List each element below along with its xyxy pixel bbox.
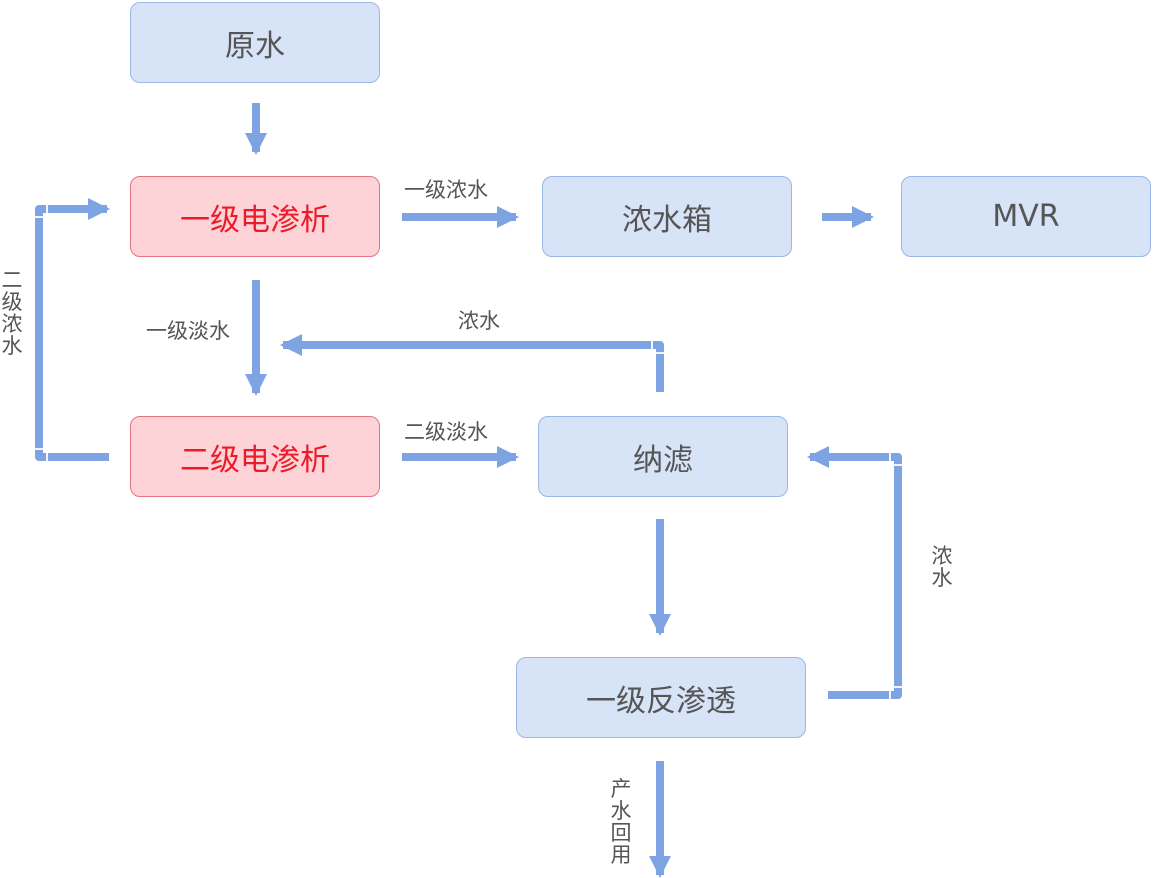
node-ed-stage1-label: 一级电渗析 xyxy=(180,202,330,238)
node-raw-water-label: 原水 xyxy=(225,28,285,64)
label-stage2-concentrate: 二级浓水 xyxy=(1,268,23,358)
node-mvr: MVR xyxy=(901,176,1151,257)
arrow-nf-concentrate-return xyxy=(280,334,664,392)
node-raw-water: 原水 xyxy=(130,2,380,83)
node-ro-stage1-label: 一级反渗透 xyxy=(586,683,736,719)
node-concentrate-tank: 浓水箱 xyxy=(542,176,792,257)
node-ro-stage1: 一级反渗透 xyxy=(516,657,806,738)
node-nanofiltration: 纳滤 xyxy=(538,416,788,497)
node-ed-stage2: 二级电渗析 xyxy=(130,416,380,497)
node-concentrate-tank-label: 浓水箱 xyxy=(622,202,712,238)
arrow-ro-concentrate-return xyxy=(807,446,902,699)
label-stage1-dilute: 一级淡水 xyxy=(146,319,230,343)
label-stage2-dilute: 二级淡水 xyxy=(404,420,488,444)
arrow-ed2-concentrate-return xyxy=(35,198,110,461)
label-concentrate-return: 浓水 xyxy=(458,309,500,333)
label-product-reuse: 产水回用 xyxy=(610,777,632,867)
node-mvr-label: MVR xyxy=(992,199,1060,234)
label-ro-concentrate: 浓水 xyxy=(931,544,953,590)
node-ed-stage1: 一级电渗析 xyxy=(130,176,380,257)
node-nanofiltration-label: 纳滤 xyxy=(633,442,693,478)
node-ed-stage2-label: 二级电渗析 xyxy=(180,442,330,478)
label-stage1-concentrate: 一级浓水 xyxy=(404,178,488,202)
